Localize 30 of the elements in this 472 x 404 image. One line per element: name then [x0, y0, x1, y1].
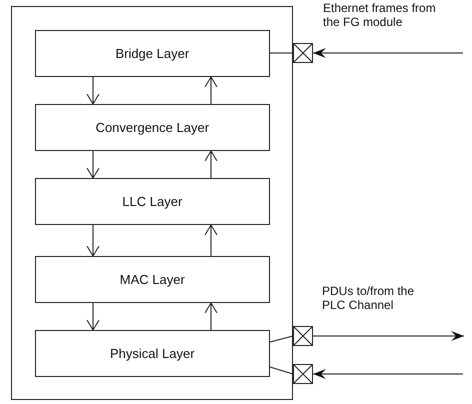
system-box	[11, 6, 293, 400]
annotation-text: Ethernet frames from the FG module	[323, 1, 437, 29]
annotation-text: PDUs to/from the PLC Channel	[322, 284, 416, 312]
port-box	[293, 43, 313, 63]
arrow	[312, 48, 464, 58]
arrow	[204, 76, 218, 104]
layer-box	[34, 256, 270, 303]
port-box	[293, 326, 313, 346]
layer-label: MAC Layer	[120, 272, 185, 287]
arrow	[312, 369, 464, 379]
arrow	[86, 224, 100, 256]
arrow	[86, 150, 100, 178]
layer-label: Bridge Layer	[115, 46, 190, 61]
layer-box	[34, 104, 270, 151]
arrow	[312, 331, 464, 341]
connector-line	[270, 52, 294, 54]
arrow	[204, 302, 218, 330]
arrow	[86, 302, 100, 330]
layer-label: Convergence Layer	[96, 120, 210, 135]
layer-box	[34, 330, 270, 377]
layer-label: LLC Layer	[122, 194, 182, 209]
arrow	[204, 150, 218, 178]
arrow	[86, 76, 100, 104]
connector-line	[270, 336, 294, 342]
layer-box	[34, 178, 270, 225]
connector-line	[270, 366, 294, 374]
arrow	[204, 224, 218, 256]
layer-label: Physical Layer	[110, 346, 195, 361]
layer-box	[34, 30, 270, 77]
port-box	[293, 364, 313, 384]
